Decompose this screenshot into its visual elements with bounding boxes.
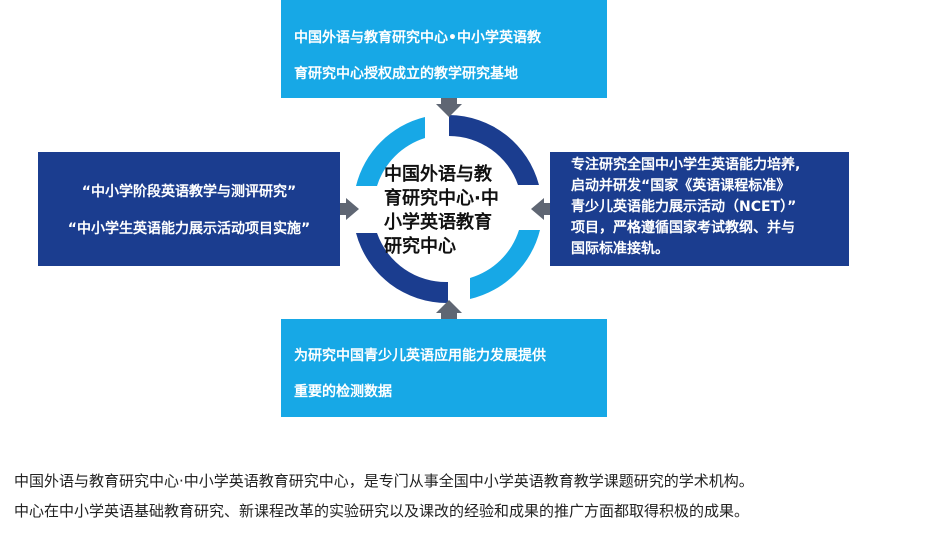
center-title-line: 育研究中心·中 [384, 188, 499, 209]
arrow-bottom-up-icon [436, 300, 462, 319]
arrow-left-right-icon [340, 198, 359, 220]
description-text: 中国外语与教育研究中心·中小学英语教育研究中心，是专门从事全国中小学英语教育教学… [14, 466, 934, 526]
right-box-line: 青少儿英语能力展示活动（NCET）” [571, 199, 797, 215]
left-box-line: “中小学阶段英语教学与测评研究” [81, 184, 297, 200]
arrow-right-left-icon [531, 198, 550, 220]
center-title-line: 小学英语教育 [384, 212, 492, 233]
arrow-top-down-icon [436, 98, 462, 117]
arc-right-bottom [470, 230, 540, 299]
right-box: 专注研究全国中小学生英语能力培养, 启动并研发“国家《英语课程标准》 青少儿英语… [550, 152, 849, 266]
left-box-line: “中小学生英语能力展示活动项目实施” [67, 221, 311, 237]
description-line: 中心在中小学英语基础教育研究、新课程改革的实验研究以及课改的经验和成果的推广方面… [14, 502, 750, 520]
center-title: 中国外语与教 育研究中心·中 小学英语教育 研究中心 [384, 163, 514, 259]
bottom-box: 为研究中国青少儿英语应用能力发展提供 重要的检测数据 [281, 319, 607, 417]
arc-top-right [449, 115, 539, 185]
center-title-line: 中国外语与教 [384, 164, 492, 185]
top-box-line: 中国外语与教育研究中心•中小学英语教 [294, 30, 541, 46]
arc-bottom-left [356, 233, 448, 304]
right-box-line: 启动并研发“国家《英语课程标准》 [571, 178, 791, 194]
bottom-box-line: 重要的检测数据 [294, 384, 392, 400]
center-title-line: 研究中心 [384, 236, 456, 257]
description-line: 中国外语与教育研究中心·中小学英语教育研究中心，是专门从事全国中小学英语教育教学… [14, 472, 754, 490]
top-box-line: 育研究中心授权成立的教学研究基地 [294, 66, 518, 82]
right-box-line: 专注研究全国中小学生英语能力培养, [571, 157, 801, 173]
arc-left-top [356, 117, 425, 186]
top-box: 中国外语与教育研究中心•中小学英语教 育研究中心授权成立的教学研究基地 [281, 0, 607, 98]
right-box-line: 国际标准接轨。 [571, 241, 669, 257]
left-box: “中小学阶段英语教学与测评研究” “中小学生英语能力展示活动项目实施” [38, 152, 340, 266]
right-box-line: 项目，严格遵循国家考试教纲、并与 [571, 220, 795, 236]
bottom-box-line: 为研究中国青少儿英语应用能力发展提供 [294, 348, 546, 364]
